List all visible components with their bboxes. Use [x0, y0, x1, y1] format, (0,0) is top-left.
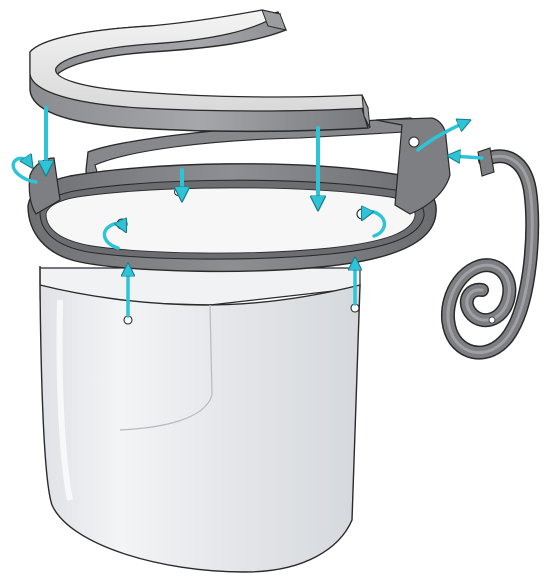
pad-to-frame-arrows: [46, 106, 318, 205]
arrow-strap-in: [452, 156, 484, 158]
arrow-strap-loop: [416, 122, 466, 152]
arrow-pin-left: [102, 224, 124, 250]
arrow-strap-left: [11, 158, 38, 184]
headband-frame: [27, 117, 451, 273]
arrow-pin-right: [364, 212, 387, 238]
strap-to-frame-arrows: [11, 122, 484, 184]
clear-visor: [39, 199, 361, 573]
visor-to-frame-arrows: [102, 212, 387, 318]
elastic-strap: [440, 147, 540, 360]
foam-headband-pad: [29, 9, 371, 133]
